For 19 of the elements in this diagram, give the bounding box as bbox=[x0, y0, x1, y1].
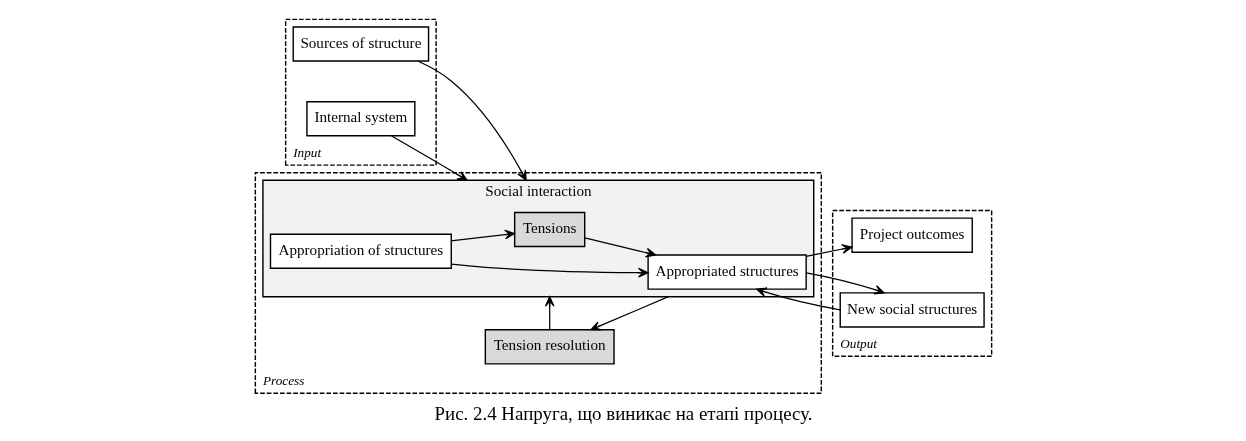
node-box: Sources of structure bbox=[292, 26, 429, 62]
caption: Рис. 2.4 Напруга, що виникає на етапі процесу. bbox=[434, 402, 812, 424]
node-box: Tension resolution bbox=[484, 329, 615, 365]
arrow bbox=[450, 263, 649, 278]
arrow bbox=[755, 287, 841, 311]
arrow bbox=[805, 272, 885, 295]
arrow bbox=[544, 296, 555, 331]
node-box: Project outcomes bbox=[850, 217, 973, 253]
node-box: Internal system bbox=[305, 101, 416, 137]
arrow bbox=[450, 229, 515, 242]
node-box: Tensions bbox=[513, 211, 585, 248]
arrow bbox=[583, 237, 656, 258]
arrow bbox=[417, 60, 527, 181]
node-box: Appropriation of structures bbox=[269, 233, 452, 269]
arrow bbox=[805, 244, 852, 257]
node-box: New social structures bbox=[839, 292, 985, 328]
arrow bbox=[589, 296, 669, 331]
node-box: Appropriated structures bbox=[646, 254, 807, 290]
arrow bbox=[390, 135, 468, 181]
